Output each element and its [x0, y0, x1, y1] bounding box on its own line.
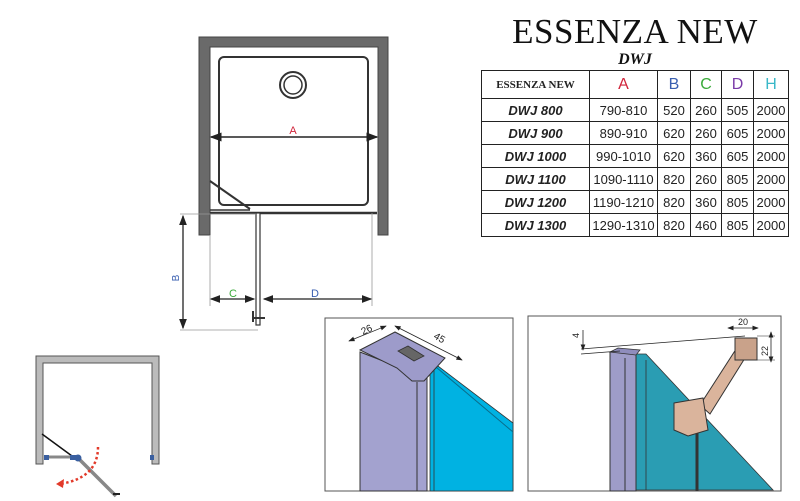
cell-model: DWJ 1000	[481, 144, 590, 168]
swing-door	[76, 456, 118, 498]
product-title: ESSENZA NEW	[512, 12, 758, 51]
cell-h: 2000	[753, 213, 789, 237]
dimension-45: 45	[432, 331, 448, 346]
cell-model: DWJ 900	[481, 121, 590, 145]
glass-clamp	[673, 397, 709, 437]
dimension-a-label: A	[289, 125, 297, 137]
header-d: D	[721, 70, 754, 99]
bracket-detail-right: 4 20 22	[527, 315, 782, 492]
product-subtitle: DWJ	[618, 51, 652, 68]
cell-a: 990-1010	[589, 144, 658, 168]
cell-b: 820	[657, 213, 691, 237]
header-c: C	[690, 70, 722, 99]
cell-h: 2000	[753, 144, 789, 168]
cell-h: 2000	[753, 121, 789, 145]
dimension-c-label: C	[229, 288, 237, 300]
cell-model: DWJ 1300	[481, 213, 590, 237]
cell-c: 260	[690, 98, 722, 122]
cell-c: 360	[690, 144, 722, 168]
plan-walls	[198, 36, 389, 236]
glass-panel	[429, 359, 514, 492]
shower-tray	[218, 56, 369, 206]
door-opening-diagram	[35, 355, 160, 498]
cell-a: 1190-1210	[589, 190, 658, 214]
door-panel	[255, 212, 261, 326]
cell-d: 805	[721, 190, 754, 214]
door-open-line	[209, 180, 251, 210]
table-header-row: ESSENZA NEW A B C D H	[481, 70, 789, 99]
drain-icon	[279, 71, 307, 99]
small-walls	[35, 355, 160, 465]
cell-model: DWJ 1200	[481, 190, 590, 214]
cell-d: 505	[721, 98, 754, 122]
dimension-22: 22	[760, 346, 770, 356]
cell-model: DWJ 800	[481, 98, 590, 122]
dimension-26: 26	[360, 323, 375, 338]
cell-b: 620	[657, 144, 691, 168]
wall-mount-plate	[734, 337, 758, 361]
cell-d: 805	[721, 213, 754, 237]
cell-d: 605	[721, 144, 754, 168]
wall-profile	[609, 351, 637, 492]
plan-view: A B C D	[171, 36, 389, 331]
cell-d: 805	[721, 167, 754, 191]
dimension-b-label: B	[171, 274, 182, 281]
swing-arrow-icon	[59, 446, 100, 486]
dimension-20: 20	[738, 317, 748, 327]
cell-model: DWJ 1100	[481, 167, 590, 191]
dimension-4: 4	[571, 333, 581, 338]
profile-detail-left: 26 45	[324, 317, 514, 492]
dimension-d-label: D	[311, 288, 319, 300]
cell-h: 2000	[753, 190, 789, 214]
